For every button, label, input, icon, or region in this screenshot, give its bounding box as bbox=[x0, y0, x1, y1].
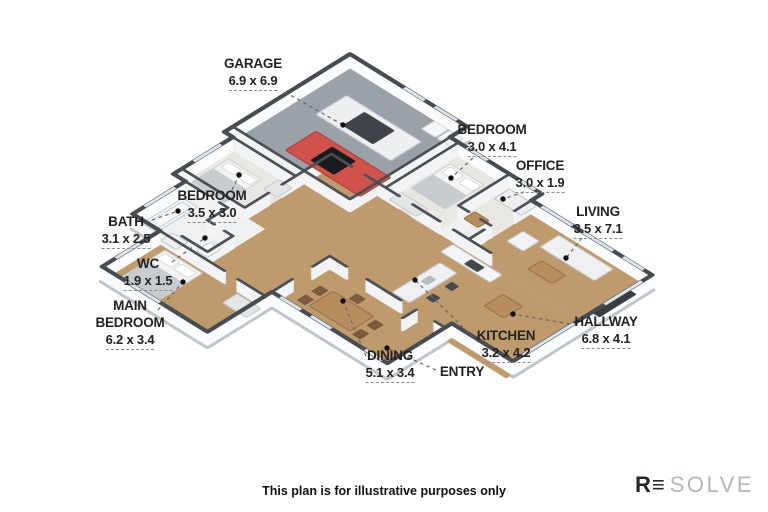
leader-lines bbox=[151, 91, 583, 371]
room-name: OFFICE bbox=[515, 158, 565, 173]
room-label-hallway: HALLWAY 6.8 x 4.1 bbox=[574, 314, 638, 350]
room-label-bath: BATH 3.1 x 2.5 bbox=[101, 214, 151, 250]
room-label-office: OFFICE 3.0 x 1.9 bbox=[515, 158, 565, 194]
room-name: BEDROOM bbox=[457, 122, 527, 137]
room-dimensions: 6.8 x 4.1 bbox=[581, 331, 631, 350]
room-dimensions: 3.5 x 7.1 bbox=[573, 221, 623, 240]
room-name: MAIN BEDROOM bbox=[95, 298, 165, 330]
room-label-garage: GARAGE 6.9 x 6.9 bbox=[223, 56, 283, 92]
room-name: WC bbox=[136, 256, 160, 271]
room-name: GARAGE bbox=[223, 56, 283, 71]
room-name: HALLWAY bbox=[574, 314, 638, 329]
room-label-entry: ENTRY bbox=[440, 364, 484, 381]
room-name: ENTRY bbox=[439, 364, 485, 379]
room-label-living: LIVING 3.5 x 7.1 bbox=[573, 204, 623, 240]
room-dimensions: 6.2 x 3.4 bbox=[105, 332, 155, 350]
room-label-bedroom-3: BEDROOM 3.5 x 3.0 bbox=[177, 188, 247, 224]
resolve-logo: R≡SOLVE bbox=[635, 472, 754, 498]
room-label-main-bedroom: MAIN BEDROOM 6.2 x 3.4 bbox=[87, 298, 173, 350]
room-name: BEDROOM bbox=[177, 188, 247, 203]
room-dimensions: 3.0 x 1.9 bbox=[515, 175, 565, 194]
room-dimensions: 6.9 x 6.9 bbox=[228, 73, 278, 92]
room-name: KITCHEN bbox=[476, 328, 536, 343]
room-dimensions: 3.2 x 4.2 bbox=[481, 345, 531, 364]
logo-solve: SOLVE bbox=[669, 472, 754, 497]
room-dimensions: 3.5 x 3.0 bbox=[187, 205, 237, 224]
room-name: LIVING bbox=[576, 204, 620, 219]
room-dimensions: 3.1 x 2.5 bbox=[101, 231, 151, 250]
room-label-kitchen: KITCHEN 3.2 x 4.2 bbox=[476, 328, 536, 364]
room-label-wc: WC 1.9 x 1.5 bbox=[123, 256, 173, 292]
room-label-dining: DINING 5.1 x 3.4 bbox=[365, 348, 415, 384]
disclaimer-text: This plan is for illustrative purposes o… bbox=[262, 484, 506, 498]
room-name: BATH bbox=[108, 214, 144, 229]
room-label-bedroom-2: BEDROOM 3.0 x 4.1 bbox=[457, 122, 527, 158]
room-dimensions: 5.1 x 3.4 bbox=[365, 365, 415, 384]
room-dimensions: 3.0 x 4.1 bbox=[467, 139, 517, 158]
logo-re: R≡ bbox=[635, 472, 666, 497]
room-dimensions: 1.9 x 1.5 bbox=[123, 273, 173, 292]
room-name: DINING bbox=[366, 348, 414, 363]
